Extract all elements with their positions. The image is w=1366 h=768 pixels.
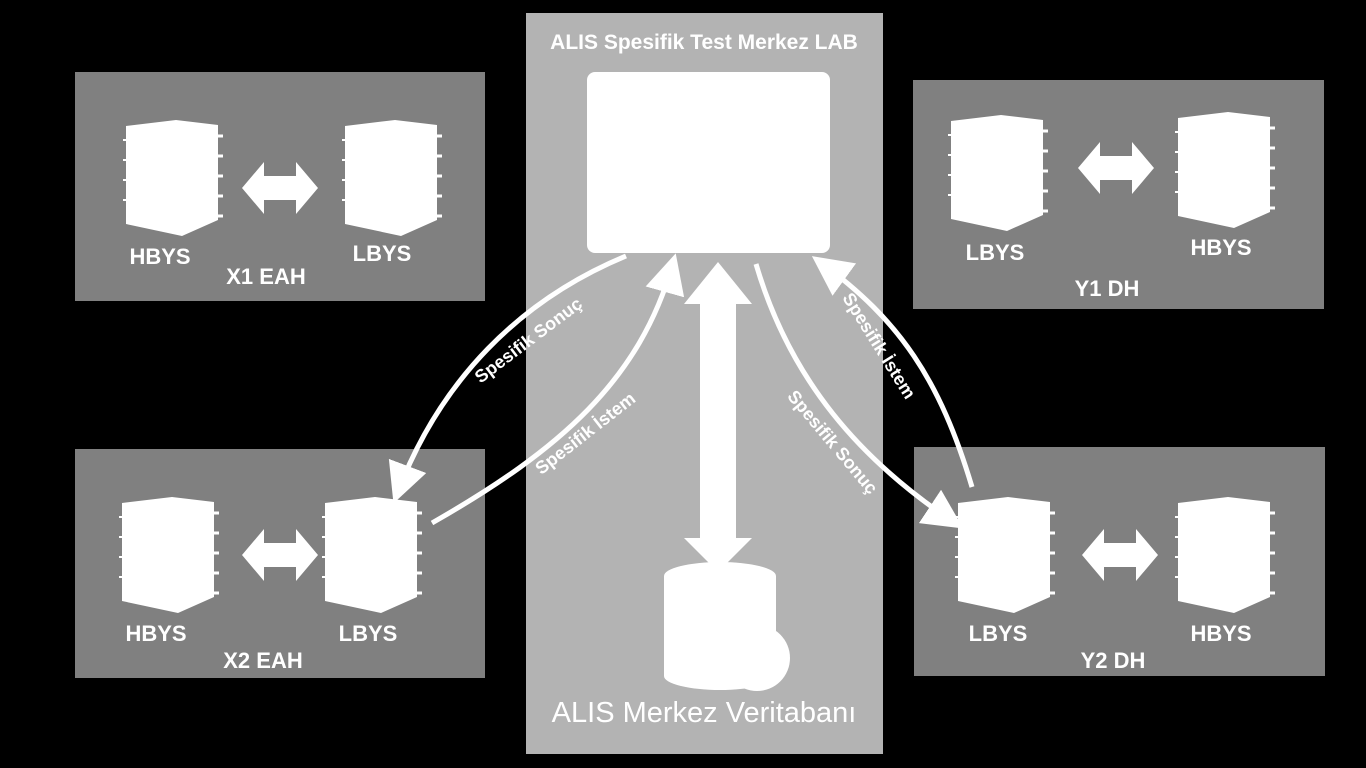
- hbys-server-icon-x2: [117, 495, 221, 615]
- flow-arrow-x2-result: [388, 253, 627, 504]
- vertical-double-arrow-icon: [684, 262, 752, 572]
- x1-right-label: LBYS: [352, 241, 412, 266]
- hbys-server-icon-y1: [1173, 110, 1277, 230]
- double-arrow-icon-y1: [1078, 142, 1154, 194]
- double-arrow-icon-x1: [242, 162, 318, 214]
- x2-left-label: HBYS: [125, 621, 187, 646]
- database-icon: [664, 562, 790, 691]
- lbys-server-icon-x2: [320, 495, 424, 615]
- center-lab-title: ALIS Spesifik Test Merkez LAB: [550, 31, 858, 54]
- x1-left-label: HBYS: [129, 244, 191, 269]
- y1-site-name: Y1 DH: [1074, 276, 1140, 301]
- y2-site-name: Y2 DH: [1080, 648, 1146, 673]
- lbys-server-icon-y1: [946, 113, 1050, 233]
- y1-right-label: HBYS: [1190, 235, 1252, 260]
- lbys-server-icon-y2: [953, 495, 1057, 615]
- lab-monitor: [587, 72, 830, 253]
- flow-arrow-x2-request: [430, 253, 685, 526]
- x1-site-name: X1 EAH: [226, 264, 306, 289]
- y2-left-label: LBYS: [968, 621, 1028, 646]
- flow-label-y2-result: Spesifik Sonuç: [783, 386, 881, 498]
- flow-label-x2-request: Spesifik İstem: [531, 388, 639, 478]
- x2-site-name: X2 EAH: [223, 648, 303, 673]
- flow-label-x2-result: Spesifik Sonuç: [471, 293, 586, 387]
- database-label: ALIS Merkez Veritabanı: [551, 697, 857, 729]
- double-arrow-icon-x2: [242, 529, 318, 581]
- hbys-server-icon-y2: [1173, 495, 1277, 615]
- y1-left-label: LBYS: [965, 240, 1025, 265]
- flow-arrow-y2-request: [811, 256, 975, 488]
- lbys-server-icon-x1: [340, 118, 444, 238]
- double-arrow-icon-y2: [1082, 529, 1158, 581]
- y2-right-label: HBYS: [1190, 621, 1252, 646]
- x2-right-label: LBYS: [338, 621, 398, 646]
- flow-arrow-y2-result: [753, 263, 964, 529]
- hbys-server-icon-x1: [121, 118, 225, 238]
